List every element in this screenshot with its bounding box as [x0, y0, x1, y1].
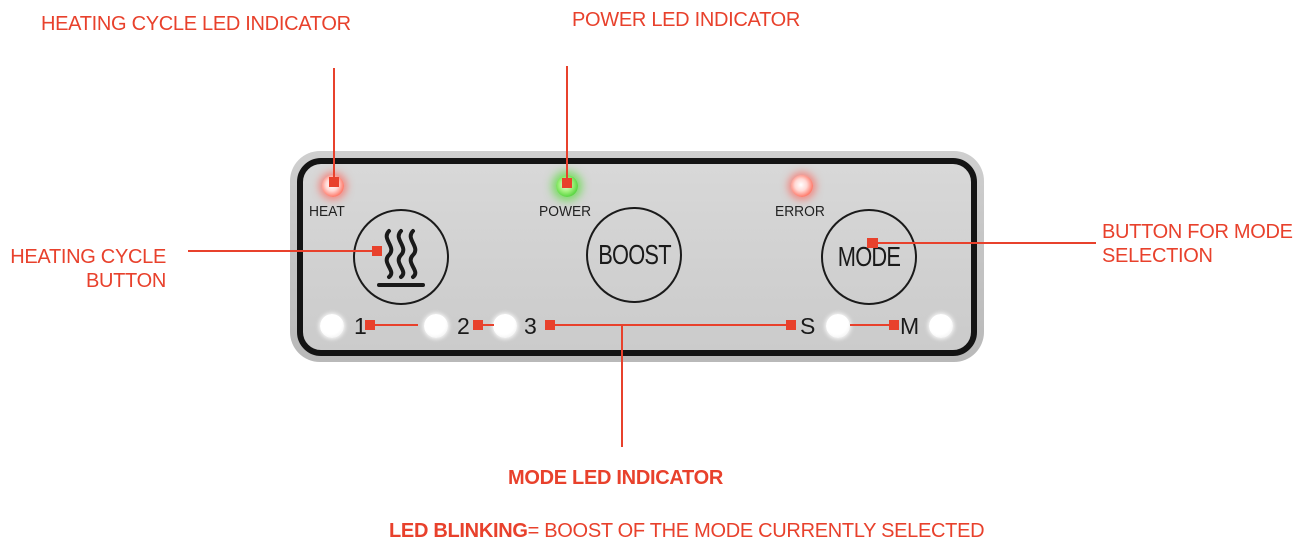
boost-button[interactable]: BOOST [586, 207, 682, 303]
mode-letter-m: M [900, 313, 920, 339]
marker-mode-1 [365, 320, 375, 330]
mode-button-callout: BUTTON FOR MODE SELECTION [1102, 220, 1293, 268]
blinking-note-bold: LED BLINKING [389, 520, 528, 542]
mode-led-3 [493, 314, 517, 338]
mode-number-2: 2 [457, 313, 470, 339]
heating-led-callout: HEATING CYCLE LED INDICATOR [41, 13, 351, 35]
mode-led-2 [424, 314, 448, 338]
mode-button-callout-line1: BUTTON FOR MODE [1102, 221, 1293, 243]
marker-mode-2 [473, 320, 483, 330]
error-label: ERROR [775, 203, 825, 220]
mode-number-3: 3 [524, 313, 537, 339]
marker-heating-button [372, 246, 382, 256]
mode-letter-s: S [800, 313, 816, 339]
marker-mode-m [889, 320, 899, 330]
mode-led-callout: MODE LED INDICATOR [508, 467, 723, 489]
heating-button-callout: HEATING CYCLE BUTTON [6, 245, 166, 293]
blinking-note: LED BLINKING= BOOST OF THE MODE CURRENTL… [389, 519, 985, 543]
heat-waves-icon [377, 229, 425, 287]
heating-button-callout-line2: BUTTON [85, 270, 166, 292]
mode-led-1 [320, 314, 344, 338]
mode-led-s [826, 314, 850, 338]
boost-button-label: BOOST [597, 239, 671, 270]
error-led [791, 175, 813, 197]
blinking-note-rest: = BOOST OF THE MODE CURRENTLY SELECTED [527, 520, 985, 542]
mode-number-1: 1 [354, 313, 367, 339]
marker-mode-3 [545, 320, 555, 330]
marker-mode-button [867, 238, 878, 248]
heat-label: HEAT [309, 203, 345, 220]
mode-button-callout-line2: SELECTION [1102, 245, 1213, 267]
marker-mode-s [786, 320, 796, 330]
marker-heat-led [329, 177, 339, 187]
mode-led-m [929, 314, 953, 338]
marker-power-led [562, 178, 572, 188]
power-label: POWER [539, 203, 592, 220]
heating-button-callout-line1: HEATING CYCLE [10, 246, 166, 268]
heating-cycle-button[interactable] [353, 209, 449, 305]
power-led-callout: POWER LED INDICATOR [572, 9, 801, 31]
